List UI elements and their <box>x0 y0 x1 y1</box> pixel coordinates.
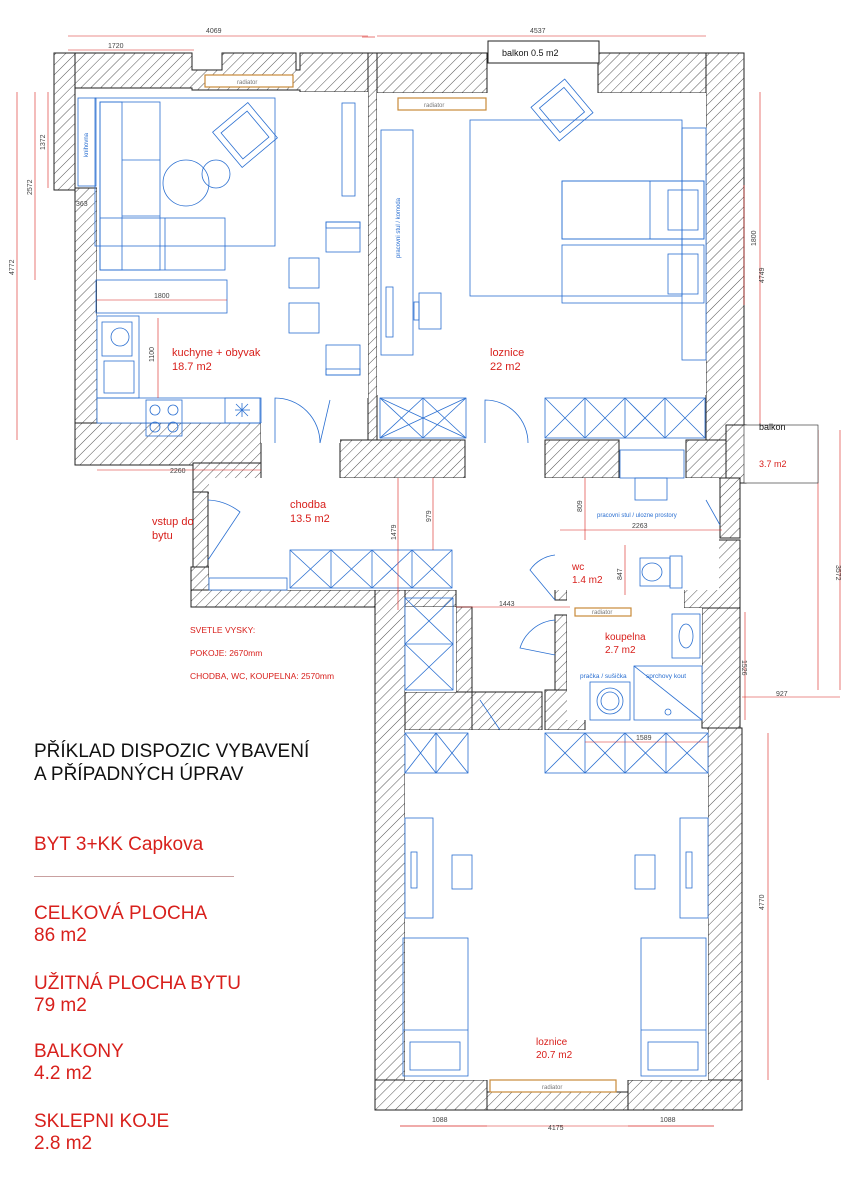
dim-1589: 1589 <box>636 735 652 742</box>
dim-979: 979 <box>426 510 433 522</box>
entry-label-1: vstup do <box>152 516 194 528</box>
dim-1088-left: 1088 <box>432 1117 448 1124</box>
balconies-block: BALKONY 4.2 m2 <box>34 1041 124 1085</box>
bedroom2-name: loznice <box>536 1037 568 1048</box>
hall-name: chodba <box>290 499 327 511</box>
total-area-block: CELKOVÁ PLOCHA 86 m2 <box>34 903 207 947</box>
desk-storage-label: pracovni stul / ulozne prostory <box>597 513 677 519</box>
dim-2572: 2572 <box>27 179 34 195</box>
wardrobe-bedroom1 <box>379 397 706 439</box>
kitchen-area: 18.7 m2 <box>172 361 212 373</box>
coffee-table <box>162 159 210 207</box>
bath-area: 2.7 m2 <box>605 645 636 656</box>
furniture <box>77 78 709 1077</box>
bedroom1-name: loznice <box>490 347 524 359</box>
dim-1720: 1720 <box>108 43 124 50</box>
dim-4175: 4175 <box>548 1125 564 1132</box>
dim-3572: 3572 <box>834 565 841 581</box>
balcony-side-name: balkon <box>759 422 786 432</box>
room-labels: kuchyne + obyvak 18.7 m2 loznice 22 m2 c… <box>152 347 646 1061</box>
dim-4069: 4069 <box>206 28 222 35</box>
dim-4772: 4772 <box>9 259 16 275</box>
radiator-labels: radiator radiator radiator radiator <box>237 80 612 1091</box>
dim-1526: 1526 <box>740 660 747 676</box>
dim-847: 847 <box>617 568 624 580</box>
total-area-value: 86 m2 <box>34 925 87 946</box>
balcony-side-box <box>743 424 819 484</box>
apartment-name: BYT 3+KK Capkova <box>34 834 204 855</box>
dim-1800-v: 1800 <box>751 230 758 246</box>
bookshelf-label: knihovna <box>84 132 90 157</box>
rug <box>94 97 276 247</box>
desk-label: pracovni stul / komoda <box>396 197 402 258</box>
radiators <box>204 74 632 1093</box>
usable-area-label: UŽITNÁ PLOCHA BYTU <box>34 973 241 994</box>
dim-1100: 1100 <box>149 347 156 362</box>
kitchen-name: kuchyne + obyvak <box>172 347 261 359</box>
balcony-side-area: 3.7 m2 <box>759 459 787 469</box>
dim-2260: 2260 <box>170 468 186 475</box>
dim-2263: 2263 <box>632 523 648 530</box>
wardrobe-hall <box>208 549 454 691</box>
wc-name: wc <box>571 562 584 573</box>
walls <box>53 52 747 1111</box>
doors <box>207 397 721 731</box>
dim-1800-h: 1800 <box>154 293 170 300</box>
dimension-labels: 4069 1720 4537 1372 2572 4772 363 1800 1… <box>9 28 841 1132</box>
cellar-block: SKLEPNI KOJE 2.8 m2 <box>34 1111 169 1155</box>
bath-name: koupelna <box>605 632 646 643</box>
dim-4749: 4749 <box>759 267 766 283</box>
balconies-value: 4.2 m2 <box>34 1063 93 1084</box>
dim-1443: 1443 <box>499 601 515 608</box>
dim-1088-right: 1088 <box>660 1117 676 1124</box>
cellar-value: 2.8 m2 <box>34 1133 93 1154</box>
notes-heading: SVETLE VYSKY: <box>190 625 255 635</box>
title-line-1: PŘÍKLAD DISPOZIC VYBAVENÍ <box>34 741 310 762</box>
bookshelf <box>77 97 97 187</box>
total-area-label: CELKOVÁ PLOCHA <box>34 903 208 924</box>
height-notes: SVETLE VYSKY: POKOJE: 2670mm CHODBA, WC,… <box>190 625 334 681</box>
dim-809: 809 <box>577 500 584 512</box>
notes-rooms: POKOJE: 2670mm <box>190 648 262 658</box>
svg-text:radiator: radiator <box>542 1085 562 1091</box>
dim-927: 927 <box>776 691 788 698</box>
bedroom2-area: 20.7 m2 <box>536 1050 573 1061</box>
cellar-label: SKLEPNI KOJE <box>34 1111 170 1132</box>
dim-4770: 4770 <box>759 894 766 910</box>
balcony-top-box <box>487 40 600 64</box>
wardrobe-bedroom2 <box>404 732 709 774</box>
svg-text:radiator: radiator <box>592 610 612 616</box>
notes-hall: CHODBA, WC, KOUPELNA: 2570mm <box>190 671 334 681</box>
hall-area: 13.5 m2 <box>290 513 330 525</box>
wc-area: 1.4 m2 <box>572 575 603 586</box>
dim-1479: 1479 <box>391 524 398 540</box>
usable-area-block: UŽITNÁ PLOCHA BYTU 79 m2 <box>34 973 241 1017</box>
dim-363: 363 <box>76 201 88 208</box>
title-line-2: A PŘÍPADNÝCH ÚPRAV <box>34 764 244 785</box>
washer-label: pračka / sušička <box>580 673 627 680</box>
entry-label-2: bytu <box>152 530 173 542</box>
svg-text:radiator: radiator <box>237 80 257 86</box>
usable-area-value: 79 m2 <box>34 995 87 1016</box>
shower-label: sprchovy kout <box>646 673 686 680</box>
info-divider <box>34 876 234 877</box>
floor-areas <box>97 92 719 1080</box>
kitchen-counter-front <box>96 397 262 424</box>
dim-1372: 1372 <box>40 134 47 150</box>
balcony-top-label: balkon 0.5 m2 <box>502 48 559 58</box>
dimension-lines <box>16 35 841 1127</box>
info-title: PŘÍKLAD DISPOZIC VYBAVENÍ A PŘÍPADNÝCH Ú… <box>34 740 309 786</box>
dim-4537: 4537 <box>530 28 546 35</box>
balconies-label: BALKONY <box>34 1041 124 1062</box>
svg-text:radiator: radiator <box>424 103 444 109</box>
bedroom1-area: 22 m2 <box>490 361 521 373</box>
